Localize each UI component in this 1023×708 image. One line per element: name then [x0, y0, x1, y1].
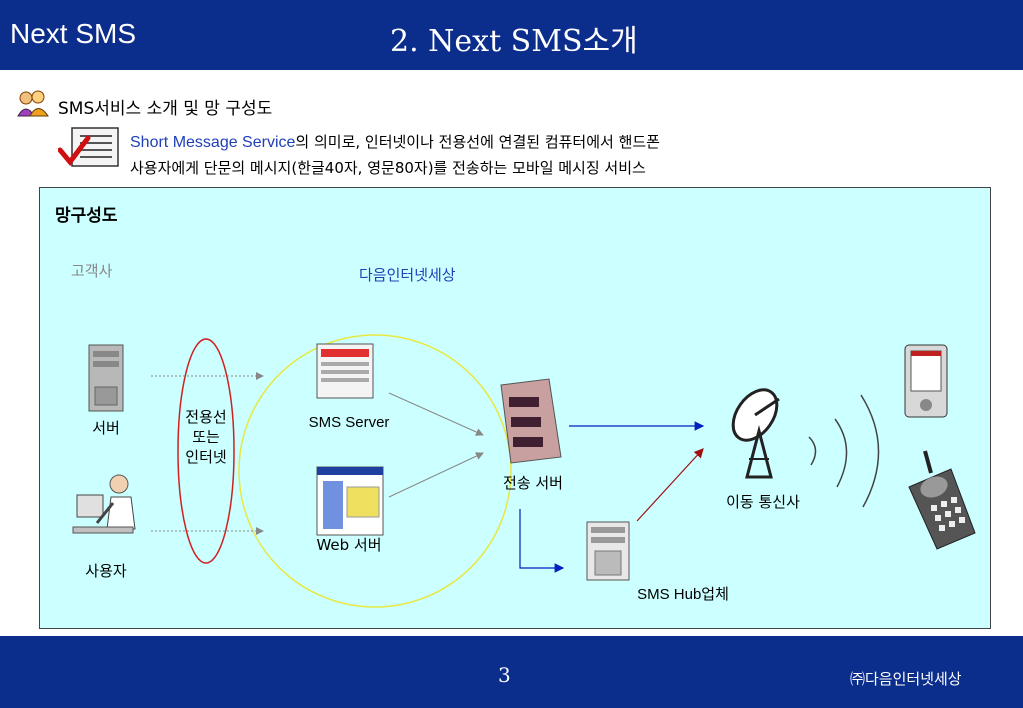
relay-server-icon	[500, 378, 562, 464]
page-number: 3	[498, 663, 511, 687]
sms-hub-server-icon	[586, 521, 630, 581]
description-rest: 의 의미로, 인터넷이나 전용선에 연결된 컴퓨터에서 핸드폰	[295, 133, 660, 151]
sms-hub-label: SMS Hub업체	[637, 586, 729, 603]
carrier-label: 이동 통신사	[726, 493, 800, 511]
pda-icon	[904, 344, 948, 418]
server-label: 서버	[92, 419, 120, 437]
daum-label: 다음인터넷세상	[359, 266, 456, 284]
user-icon	[72, 474, 136, 534]
line-label-1: 전용선	[185, 408, 226, 426]
network-diagram: 망구성도 고객사 다음인터넷세상 전용선 또는 인터넷 서버 사용자 SMS S…	[55, 206, 976, 608]
company-name: ㈜다음인터넷세상	[850, 670, 962, 688]
checklist-icon	[58, 127, 119, 167]
network-boundary-ellipse	[177, 338, 235, 564]
customer-server-icon	[88, 344, 124, 412]
sms-server-label: SMS Server	[309, 414, 390, 431]
relay-to-hub-arrow	[519, 509, 565, 573]
customer-label: 고객사	[71, 262, 113, 280]
sms-term: Short Message Service	[130, 134, 296, 151]
brand-title: Next SMS	[10, 18, 137, 49]
panel-title: 망구성도	[55, 206, 118, 226]
wave-large-icon	[860, 394, 880, 508]
line-label-3: 인터넷	[185, 448, 226, 466]
line-label-2: 또는	[192, 428, 220, 446]
sms-to-relay-arrow	[388, 392, 484, 436]
slide-title: 2. Next SMS소개	[390, 24, 638, 59]
wave-small-icon	[808, 436, 817, 466]
cellphone-icon	[908, 450, 976, 550]
relay-server-label: 전송 서버	[503, 474, 563, 492]
wave-medium-icon	[834, 418, 848, 488]
sms-server-icon	[316, 343, 374, 399]
web-server-icon	[316, 466, 384, 536]
user-label: 사용자	[85, 562, 127, 580]
daum-boundary-circle	[238, 334, 512, 608]
people-icon	[17, 90, 49, 117]
description-line-1: Short Message Service의 의미로, 인터넷이나 전용선에 연…	[130, 131, 660, 152]
description-line-2: 사용자에게 단문의 메시지(한글40자, 영문80자)를 전송하는 모바일 메시…	[130, 159, 646, 177]
section-title: SMS서비스 소개 및 망 구성도	[58, 99, 273, 119]
header-bar	[0, 0, 1023, 70]
antenna-icon	[731, 388, 780, 479]
web-server-label: Web 서버	[316, 536, 381, 554]
footer-bar	[0, 636, 1023, 708]
web-to-relay-arrow	[388, 452, 484, 498]
hub-to-carrier-arrow	[636, 448, 704, 522]
